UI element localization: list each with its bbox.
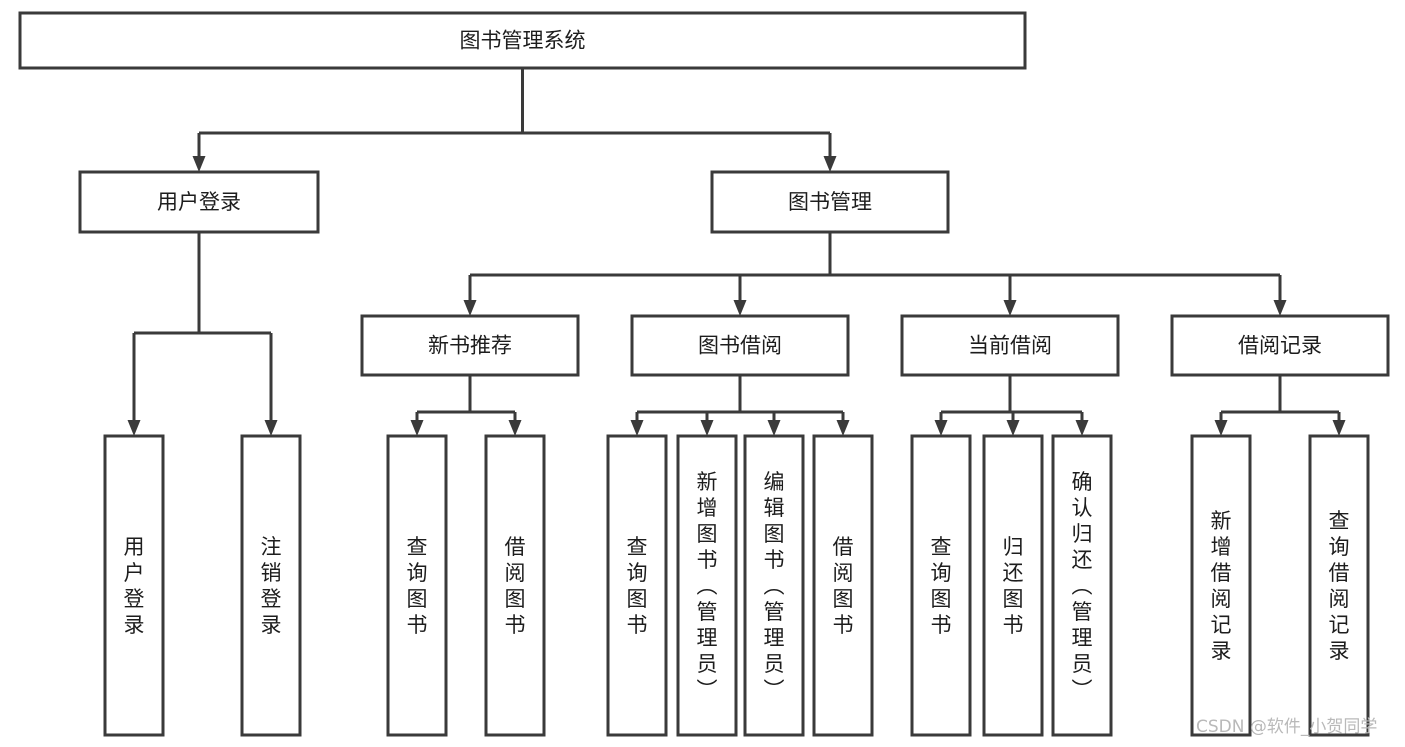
node-current-borrow[interactable]: 当前借阅 [900, 314, 1120, 377]
node-label: 确认归还︵管理员︶ [1072, 470, 1093, 702]
node-leaf-return-book[interactable]: 归还图书 [982, 434, 1044, 737]
arrow-head-icon-current_borrow [1003, 300, 1017, 316]
arrow-head-icon-leaf_edit_book [767, 420, 781, 436]
connectors-layer [127, 68, 1346, 436]
node-label: 借阅记录 [1238, 334, 1322, 358]
node-root[interactable]: 图书管理系统 [18, 11, 1027, 70]
node-label: 新增图书︵管理员︶ [697, 470, 718, 702]
node-box [743, 434, 805, 737]
arrow-head-icon-leaf_add_record [1214, 420, 1228, 436]
node-new-book-rec[interactable]: 新书推荐 [360, 314, 580, 377]
node-box [1170, 314, 1390, 377]
node-box [484, 434, 546, 737]
node-box [606, 434, 668, 737]
node-leaf-user-logout[interactable]: 注销登录 [240, 434, 302, 737]
node-box [1308, 434, 1370, 737]
watermark-label: CSDN @软件_小贺同学 [1196, 717, 1377, 737]
node-label: 归还图书 [1003, 535, 1024, 637]
node-leaf-add-record[interactable]: 新增借阅记录 [1190, 434, 1252, 737]
node-box [103, 434, 165, 737]
node-box [676, 434, 738, 737]
arrow-head-icon-leaf_user_login [127, 420, 141, 436]
node-leaf-query-book-3[interactable]: 查询图书 [910, 434, 972, 737]
node-borrow-record[interactable]: 借阅记录 [1170, 314, 1390, 377]
node-label: 图书管理 [788, 190, 872, 214]
arrow-head-icon-book_borrow [733, 300, 747, 316]
node-label: 用户登录 [124, 535, 145, 637]
node-label: 当前借阅 [968, 334, 1052, 358]
node-leaf-add-book[interactable]: 新增图书︵管理员︶ [676, 434, 738, 737]
node-book-borrow[interactable]: 图书借阅 [630, 314, 850, 377]
node-book-manage[interactable]: 图书管理 [710, 170, 950, 234]
node-box [900, 314, 1120, 377]
nodes-layer: 图书管理系统用户登录图书管理新书推荐图书借阅当前借阅借阅记录用户登录注销登录查询… [18, 11, 1390, 737]
arrow-head-icon-leaf_borrow_book_2 [836, 420, 850, 436]
node-leaf-borrow-book-1[interactable]: 借阅图书 [484, 434, 546, 737]
node-label: 用户登录 [157, 190, 241, 214]
node-leaf-borrow-book-2[interactable]: 借阅图书 [812, 434, 874, 737]
node-label: 借阅图书 [833, 535, 854, 637]
node-box [240, 434, 302, 737]
arrow-head-icon-borrow_record [1273, 300, 1287, 316]
node-leaf-user-login[interactable]: 用户登录 [103, 434, 165, 737]
node-leaf-query-record[interactable]: 查询借阅记录 [1308, 434, 1370, 737]
node-label: 查询图书 [627, 535, 648, 637]
node-box [18, 11, 1027, 70]
arrow-head-icon-leaf_query_record [1332, 420, 1346, 436]
node-box [360, 314, 580, 377]
arrow-head-icon-book_manage [823, 156, 837, 172]
node-leaf-confirm-return[interactable]: 确认归还︵管理员︶ [1051, 434, 1113, 737]
node-box [78, 170, 320, 234]
arrow-head-icon-leaf_query_book_2 [630, 420, 644, 436]
node-label: 注销登录 [261, 535, 282, 637]
node-label: 图书管理系统 [460, 29, 586, 53]
node-box [710, 170, 950, 234]
arrow-head-icon-leaf_query_book_1 [410, 420, 424, 436]
node-leaf-query-book-2[interactable]: 查询图书 [606, 434, 668, 737]
arrow-head-icon-leaf_add_book [700, 420, 714, 436]
node-label: 查询借阅记录 [1329, 509, 1350, 663]
node-box [982, 434, 1044, 737]
node-box [630, 314, 850, 377]
arrow-head-icon-leaf_confirm_return [1075, 420, 1089, 436]
node-label: 新书推荐 [428, 334, 512, 358]
node-label: 新增借阅记录 [1211, 509, 1232, 663]
node-box [1051, 434, 1113, 737]
node-leaf-edit-book[interactable]: 编辑图书︵管理员︶ [743, 434, 805, 737]
arrow-head-icon-leaf_query_book_3 [934, 420, 948, 436]
node-label: 图书借阅 [698, 334, 782, 358]
arrow-head-icon-leaf_borrow_book_1 [508, 420, 522, 436]
arrow-head-icon-leaf_user_logout [264, 420, 278, 436]
node-label: 借阅图书 [505, 535, 526, 637]
arrow-head-icon-leaf_return_book [1006, 420, 1020, 436]
node-label: 查询图书 [407, 535, 428, 637]
node-box [910, 434, 972, 737]
node-user-login[interactable]: 用户登录 [78, 170, 320, 234]
node-box [1190, 434, 1252, 737]
node-box [386, 434, 448, 737]
node-label: 查询图书 [931, 535, 952, 637]
arrow-head-icon-new_book_rec [463, 300, 477, 316]
node-leaf-query-book-1[interactable]: 查询图书 [386, 434, 448, 737]
node-box [812, 434, 874, 737]
node-label: 编辑图书︵管理员︶ [764, 470, 785, 702]
arrow-head-icon-user_login [192, 156, 206, 172]
